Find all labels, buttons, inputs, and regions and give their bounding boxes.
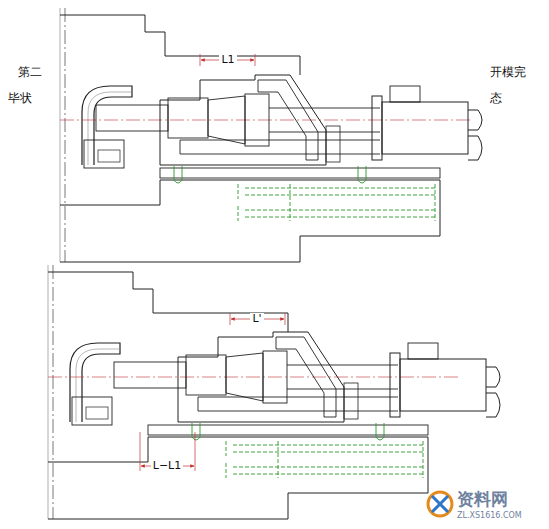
dimension-label: L' bbox=[250, 313, 263, 326]
drawing-stroke bbox=[60, 8, 470, 262]
side-note: 态 bbox=[490, 92, 502, 106]
watermark: 资料网 bbox=[457, 490, 508, 510]
drawing-stroke bbox=[195, 432, 196, 471]
side-note: 开模完 bbox=[490, 66, 526, 80]
drawing-stroke bbox=[230, 313, 231, 325]
drawing-stroke bbox=[140, 432, 141, 471]
drawing-stroke bbox=[200, 54, 255, 66]
drawing-stroke bbox=[432, 496, 448, 512]
drawing-stroke bbox=[428, 492, 452, 516]
drawing-stroke bbox=[200, 54, 201, 66]
drawing-stroke bbox=[140, 313, 285, 471]
side-note: 毕状 bbox=[8, 92, 32, 106]
side-note: 第二 bbox=[18, 66, 42, 80]
dimension-label: L−L1 bbox=[151, 460, 183, 473]
closing-view bbox=[48, 265, 500, 519]
drawing-stroke bbox=[48, 265, 458, 519]
drawing-stroke bbox=[285, 313, 286, 325]
dimension-label: L1 bbox=[219, 54, 236, 67]
drawing-stroke bbox=[114, 332, 500, 440]
opened-view bbox=[60, 8, 482, 262]
watermark: ZL.XS1616.COM bbox=[457, 511, 522, 520]
drawing-stroke bbox=[96, 75, 482, 183]
watermark-logo bbox=[428, 492, 452, 516]
drawing-stroke bbox=[255, 54, 256, 66]
